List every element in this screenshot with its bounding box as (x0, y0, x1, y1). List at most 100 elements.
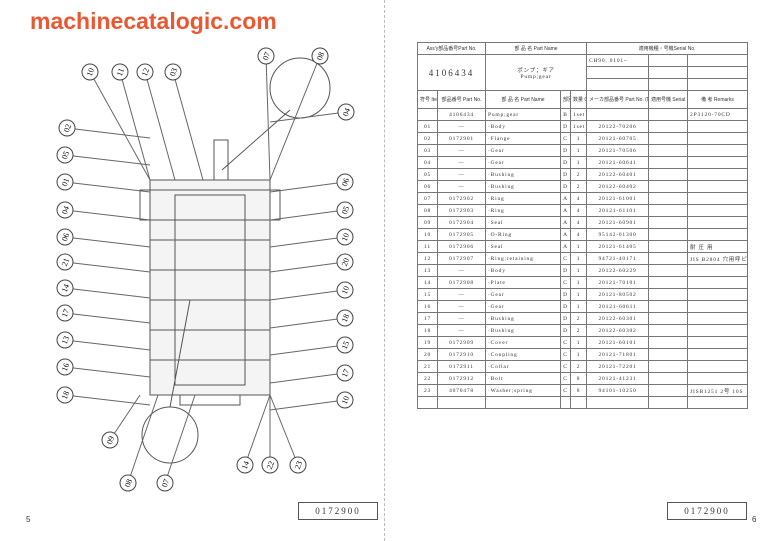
cell: 20122-60302 (586, 324, 650, 337)
cell (687, 120, 749, 133)
callout: 08 (119, 394, 159, 492)
cell: 20121-80502 (586, 288, 650, 301)
cell: 0172912 (436, 372, 487, 385)
cell: 02 (417, 132, 438, 145)
cell (648, 144, 689, 157)
cell: ·Washer;spring (485, 384, 562, 397)
cell: 1 (570, 276, 588, 289)
cell (648, 156, 689, 169)
cell (687, 144, 749, 157)
cell: 21 (417, 360, 438, 373)
cell: B (560, 108, 572, 121)
cell (687, 324, 749, 337)
cell (687, 264, 749, 277)
callout: 02 (58, 119, 151, 139)
cell: 0172910 (436, 348, 487, 361)
cell: 20121-70506 (586, 144, 650, 157)
callout-label: 17 (60, 308, 71, 319)
cell: 1 (570, 288, 588, 301)
cell (648, 372, 689, 385)
callout-label: 10 (340, 395, 351, 406)
cell: ·Coupling (485, 348, 562, 361)
callout-label: 18 (60, 390, 71, 401)
callout-label: 02 (62, 123, 73, 134)
callout-label: 21 (60, 257, 71, 268)
col-maker: メーカ部品番号 Part No. (Maker) (586, 90, 650, 109)
cell: — (436, 264, 487, 277)
callout: 13 (56, 331, 151, 351)
cell: — (436, 168, 487, 181)
callout: 09 (101, 394, 141, 449)
callout: 18 (269, 309, 354, 329)
page-number: 5 (26, 515, 31, 524)
cell: C (560, 276, 572, 289)
cell: 20122-60301 (586, 312, 650, 325)
cell (687, 204, 749, 217)
cell: ·Flange (485, 132, 562, 145)
cell: 4070478 (436, 384, 487, 397)
cell: 11 (417, 240, 438, 253)
col-serial: 適用号機 Serial No. or Front No. (648, 90, 689, 109)
cell: 05 (417, 168, 438, 181)
cell: 14 (417, 276, 438, 289)
col-qty: 数量 Q'ty (570, 90, 588, 109)
callout: 07 (156, 394, 196, 492)
cell: Pump;gear (485, 108, 562, 121)
cell: 20122-60229 (586, 264, 650, 277)
callout: 05 (269, 201, 354, 221)
cell: ·Ring (485, 192, 562, 205)
callout: 10 (269, 281, 354, 301)
cell: 1 (570, 300, 588, 313)
cell: ·Bushing (485, 324, 562, 337)
callout: 10 (81, 63, 151, 181)
callout: 03 (164, 63, 204, 181)
cell: 0172909 (436, 336, 487, 349)
cell: C (560, 336, 572, 349)
cell (648, 120, 689, 133)
cell: D (560, 168, 572, 181)
cell (687, 336, 749, 349)
callout-label: 13 (60, 335, 71, 346)
cell (687, 360, 749, 373)
cell: ·Ring;retaining (485, 252, 562, 265)
cell (687, 372, 749, 385)
callout-label: 07 (160, 478, 171, 489)
callout-label: 07 (261, 51, 272, 62)
cell (648, 288, 689, 301)
cell: ·Body (485, 264, 562, 277)
cell: 10 (417, 228, 438, 241)
assy-name-jp: ポンプ；ギア (517, 67, 555, 74)
cell: 08 (417, 204, 438, 217)
callout-label: 04 (60, 205, 71, 216)
table-row (417, 396, 749, 409)
cell (560, 396, 572, 409)
cell: 4 (570, 216, 588, 229)
callout: 17 (56, 304, 151, 324)
callout: 08 (269, 47, 329, 181)
cell (687, 216, 749, 229)
cell (586, 396, 650, 409)
callout: 10 (269, 391, 354, 411)
cell: JIS B2804 穴用呼ビ40 (687, 252, 749, 265)
cell (687, 168, 749, 181)
callout-label: 10 (340, 285, 351, 296)
cell (648, 312, 689, 325)
callout: 10 (269, 228, 354, 248)
cell: ·Gear (485, 144, 562, 157)
cell: 20122-60402 (586, 180, 650, 193)
callout-label: 14 (240, 460, 251, 471)
cell: 0172911 (436, 360, 487, 373)
cell: D (560, 288, 572, 301)
cell: ·Plate (485, 276, 562, 289)
cell: 20121-61101 (586, 204, 650, 217)
cell: 23 (417, 384, 438, 397)
